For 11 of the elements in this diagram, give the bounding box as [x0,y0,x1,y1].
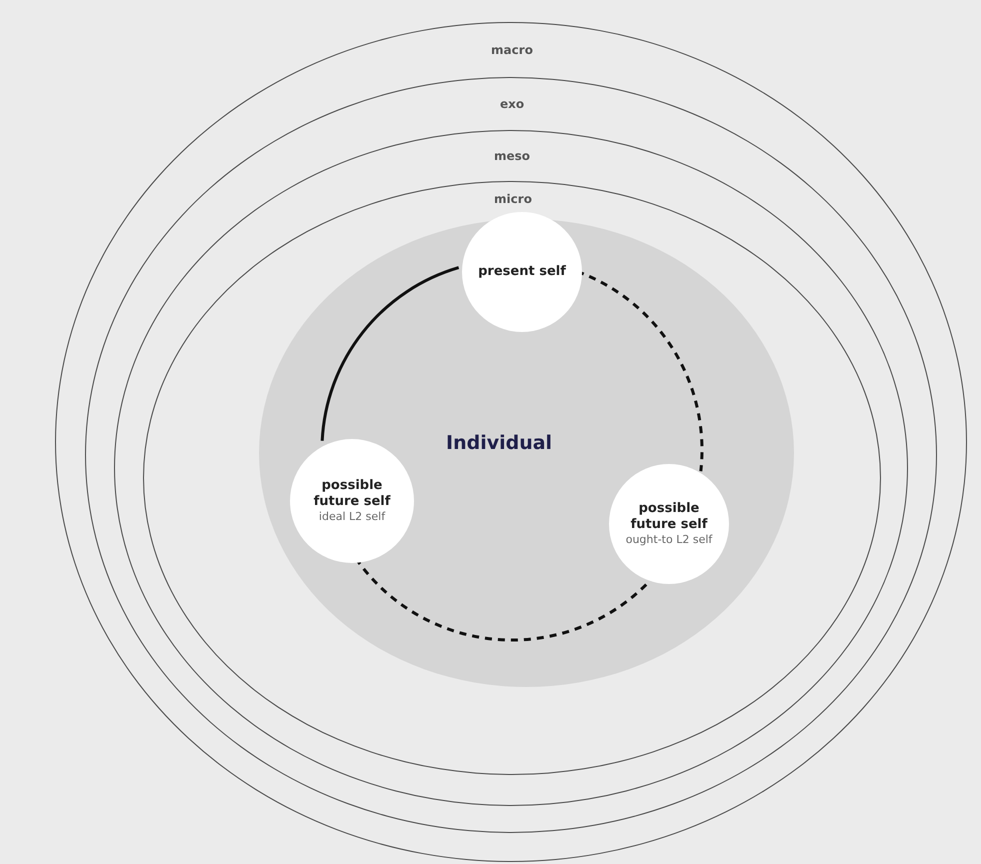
circle-label: present self [477,264,567,280]
ring-label: meso [494,149,530,163]
circle-sublabel: ideal L2 self [318,510,386,524]
ring-label: exo [500,97,524,111]
ring-label: micro [494,192,532,206]
circle-sublabel: ought-to L2 self [624,533,714,548]
circle-label: possible future self [630,500,708,534]
center-label: Individual [446,432,552,454]
circle-label: possible future self [312,478,392,510]
ring-label: macro [491,43,533,57]
arc-line [320,266,460,441]
